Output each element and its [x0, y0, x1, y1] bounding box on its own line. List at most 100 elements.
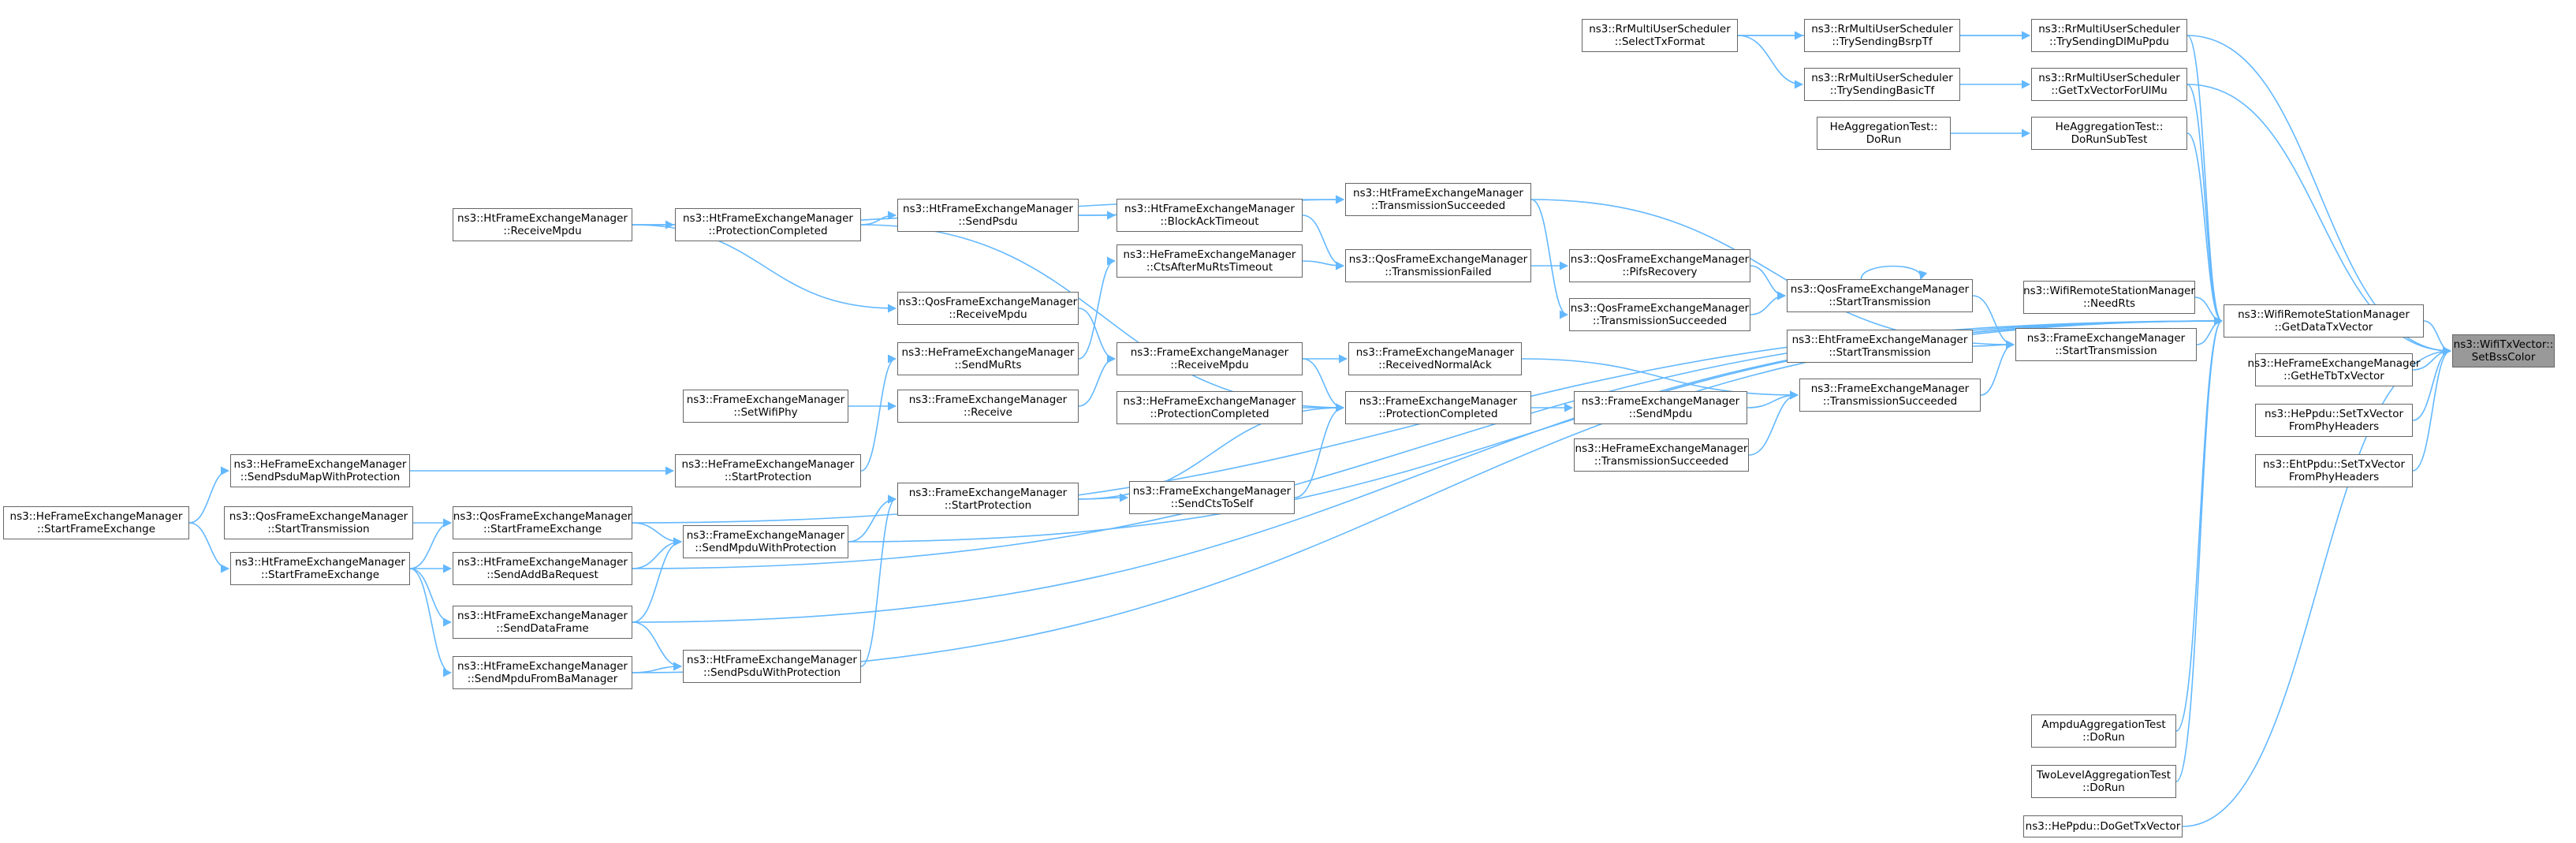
node-he-frame-exchange-manager-transmission-succeeded-n28[interactable]: ns3::HeFrameExchangeManager::Transmissio… [1574, 438, 1749, 472]
node-ht-frame-exchange-manager-receive-mpdu-n46[interactable]: ns3::HtFrameExchangeManager::ReceiveMpdu [453, 208, 632, 241]
node-he-frame-exchange-manager-protection-completed-n34[interactable]: ns3::HeFrameExchangeManager::ProtectionC… [1117, 391, 1303, 424]
edge-n38-to-n32 [1078, 256, 1117, 360]
node-qos-frame-exchange-manager-transmission-succeeded-n23[interactable]: ns3::QosFrameExchangeManager::Transmissi… [1569, 298, 1750, 331]
node-ht-frame-exchange-manager-send-data-frame-n49[interactable]: ns3::HtFrameExchangeManager::SendDataFra… [453, 606, 632, 639]
node-wifi-remote-station-manager-need-rts-n14[interactable]: ns3::WifiRemoteStationManager::NeedRts [2023, 281, 2195, 314]
node-he-aggregation-test-do-run-sub-test-n4[interactable]: HeAggregationTest::DoRunSubTest [2031, 117, 2187, 150]
node-qos-frame-exchange-manager-start-frame-exchange-n47[interactable]: ns3::QosFrameExchangeManager::StartFrame… [453, 506, 632, 539]
node-rr-multi-user-scheduler-try-sending-bsrp-tf-n11[interactable]: ns3::RrMultiUserScheduler::TrySendingBsr… [1804, 19, 1960, 52]
node-ht-frame-exchange-manager-block-ack-timeout-n31[interactable]: ns3::HtFrameExchangeManager::BlockAckTim… [1117, 199, 1303, 232]
node-qos-frame-exchange-manager-transmission-failed-n29[interactable]: ns3::QosFrameExchangeManager::Transmissi… [1345, 249, 1531, 282]
node-label-line: ns3::HtFrameExchangeManager [687, 653, 857, 666]
node-qos-frame-exchange-manager-receive-mpdu-n37[interactable]: ns3::QosFrameExchangeManager::ReceiveMpd… [897, 292, 1079, 325]
edge-n55-to-n5 [2175, 316, 2224, 732]
edge-n8-to-n1 [2412, 346, 2452, 472]
node-ampdu-aggregation-test-do-run-n55[interactable]: AmpduAggregationTest::DoRun [2031, 714, 2176, 748]
node-eht-frame-exchange-manager-start-transmission-n24[interactable]: ns3::EhtFrameExchangeManager::StartTrans… [1787, 330, 1973, 363]
node-label-line: ::Receive [964, 406, 1012, 419]
node-label-line: ns3::HtFrameExchangeManager [1353, 186, 1523, 200]
node-label-line: ns3::HtFrameExchangeManager [457, 609, 628, 622]
node-label-line: ns3::RrMultiUserScheduler [1811, 71, 1953, 84]
node-qos-frame-exchange-manager-start-transmission-n20[interactable]: ns3::QosFrameExchangeManager::StartTrans… [1787, 279, 1973, 312]
node-ht-frame-exchange-manager-send-add-ba-request-n48[interactable]: ns3::HtFrameExchangeManager::SendAddBaRe… [453, 552, 632, 585]
node-ht-frame-exchange-manager-transmission-succeeded-n19[interactable]: ns3::HtFrameExchangeManager::Transmissio… [1345, 183, 1531, 216]
node-label-line: ns3::HeFrameExchangeManager [1123, 248, 1296, 261]
node-he-frame-exchange-manager-start-protection-n43[interactable]: ns3::HeFrameExchangeManager::StartProtec… [675, 454, 861, 487]
node-ht-frame-exchange-manager-start-frame-exchange-n53[interactable]: ns3::HtFrameExchangeManager::StartFrameE… [230, 552, 410, 585]
node-he-frame-exchange-manager-send-psdu-map-with-protection-n51[interactable]: ns3::HeFrameExchangeManager::SendPsduMap… [230, 454, 410, 487]
node-rr-multi-user-scheduler-select-tx-format-n10[interactable]: ns3::RrMultiUserScheduler::SelectTxForma… [1582, 19, 1738, 52]
node-he-frame-exchange-manager-get-he-tb-tx-vector-n6[interactable]: ns3::HeFrameExchangeManager::GetHeTbTxVe… [2248, 353, 2420, 386]
edge-n53-to-n47 [409, 518, 453, 569]
node-label-line: ns3::RrMultiUserScheduler [2038, 71, 2180, 84]
node-frame-exchange-manager-send-mpdu-n27[interactable]: ns3::FrameExchangeManager::SendMpdu [1574, 391, 1747, 424]
node-label-line: ns3::HtFrameExchangeManager [457, 555, 628, 569]
edge-n37-to-n33 [1078, 308, 1117, 364]
node-label-line: ::TrySendingDlMuPpdu [2049, 35, 2169, 48]
node-label-line: ns3::HeFrameExchangeManager [1575, 442, 1748, 455]
edge-n48-to-n44 [632, 537, 683, 569]
node-rr-multi-user-scheduler-try-sending-dl-mu-ppdu-n2[interactable]: ns3::RrMultiUserScheduler::TrySendingDlM… [2031, 19, 2187, 52]
node-he-ppdu-do-get-tx-vector-n9[interactable]: ns3::HePpdu::DoGetTxVector [2023, 815, 2183, 837]
node-he-frame-exchange-manager-start-frame-exchange-n54[interactable]: ns3::HeFrameExchangeManager::StartFrameE… [3, 506, 189, 539]
node-wifi-remote-station-manager-get-data-tx-vector-n5[interactable]: ns3::WifiRemoteStationManager::GetDataTx… [2224, 304, 2424, 338]
node-label-line: ::SendMpdu [1628, 408, 1693, 420]
node-frame-exchange-manager-send-cts-to-self-n35[interactable]: ns3::FrameExchangeManager::SendCtsToSelf [1129, 481, 1295, 514]
node-label-line: ::SelectTxFormat [1614, 35, 1706, 48]
node-label-line: ns3::FrameExchangeManager [908, 486, 1068, 499]
node-qos-frame-exchange-manager-pifs-recovery-n22[interactable]: ns3::QosFrameExchangeManager::PifsRecove… [1569, 249, 1750, 282]
node-frame-exchange-manager-receive-mpdu-n33[interactable]: ns3::FrameExchangeManager::ReceiveMpdu [1117, 342, 1303, 375]
edge-n22-to-n20 [1750, 265, 1787, 300]
node-label-line: ::ProtectionCompleted [1378, 408, 1498, 420]
node-label-line: ns3::HeFrameExchangeManager [1123, 394, 1296, 408]
edge-n47-to-n44 [632, 522, 683, 546]
edge-n5-to-n1 [2423, 320, 2452, 356]
node-frame-exchange-manager-start-transmission-n15[interactable]: ns3::FrameExchangeManager::StartTransmis… [2015, 328, 2197, 361]
edge-n25-to-n15 [1980, 340, 2015, 396]
node-he-frame-exchange-manager-send-mu-rts-n38[interactable]: ns3::HeFrameExchangeManager::SendMuRts [897, 342, 1079, 375]
node-frame-exchange-manager-send-mpdu-with-protection-n44[interactable]: ns3::FrameExchangeManager::SendMpduWithP… [683, 525, 848, 558]
node-label-line: ns3::HtFrameExchangeManager [457, 659, 628, 673]
edge-n19-to-n23 [1530, 199, 1569, 319]
node-label-line: AmpduAggregationTest [2041, 718, 2166, 731]
edge-n56-to-n5 [2175, 316, 2224, 782]
node-label-line: ::SendPsduWithProtection [703, 666, 841, 679]
node-label-line: ::GetHeTbTxVector [2283, 370, 2384, 382]
node-frame-exchange-manager-start-protection-n40[interactable]: ns3::FrameExchangeManager::StartProtecti… [897, 483, 1079, 516]
node-label-line: FromPhyHeaders [2288, 420, 2380, 433]
node-label-line: ::StartFrameExchange [260, 569, 380, 581]
node-frame-exchange-manager-receive-n39[interactable]: ns3::FrameExchangeManager::Receive [897, 390, 1079, 423]
node-qos-frame-exchange-manager-start-transmission-n52[interactable]: ns3::QosFrameExchangeManager::StartTrans… [224, 506, 413, 539]
node-two-level-aggregation-test-do-run-n56[interactable]: TwoLevelAggregationTest::DoRun [2031, 765, 2176, 798]
edge-n54-to-n53 [188, 522, 230, 573]
node-rr-multi-user-scheduler-try-sending-basic-tf-n12[interactable]: ns3::RrMultiUserScheduler::TrySendingBas… [1804, 68, 1960, 101]
node-label-line: ns3::HtFrameExchangeManager [903, 202, 1073, 215]
node-frame-exchange-manager-protection-completed-n30[interactable]: ns3::FrameExchangeManager::ProtectionCom… [1345, 391, 1531, 424]
node-label-line: ::TrySendingBasicTf [1829, 84, 1935, 97]
node-label-line: ns3::HtFrameExchangeManager [683, 211, 853, 225]
node-frame-exchange-manager-transmission-succeeded-n25[interactable]: ns3::FrameExchangeManager::TransmissionS… [1799, 379, 1981, 412]
edge-n20-to-n15 [1972, 295, 2015, 349]
edge-n53-to-n50 [409, 568, 453, 677]
node-he-frame-exchange-manager-cts-after-mu-rts-timeout-n32[interactable]: ns3::HeFrameExchangeManager::CtsAfterMuR… [1117, 244, 1303, 278]
node-he-aggregation-test-do-run-n13[interactable]: HeAggregationTest::DoRun [1817, 117, 1951, 150]
node-label-line: ::StartTransmission [267, 523, 370, 535]
node-label-line: HeAggregationTest:: [2055, 120, 2164, 133]
node-label-line: ns3::QosFrameExchangeManager [229, 509, 408, 523]
edge-n53-to-n49 [409, 568, 453, 627]
node-frame-exchange-manager-received-normal-ack-n26[interactable]: ns3::FrameExchangeManager::ReceivedNorma… [1348, 342, 1522, 375]
node-ht-frame-exchange-manager-send-mpdu-from-ba-manager-n50[interactable]: ns3::HtFrameExchangeManager::SendMpduFro… [453, 656, 632, 689]
node-frame-exchange-manager-set-wifi-phy-n42[interactable]: ns3::FrameExchangeManager::SetWifiPhy [683, 390, 848, 423]
node-ht-frame-exchange-manager-protection-completed-n41[interactable]: ns3::HtFrameExchangeManager::ProtectionC… [675, 208, 861, 241]
node-ht-frame-exchange-manager-send-psdu-n36[interactable]: ns3::HtFrameExchangeManager::SendPsdu [897, 199, 1079, 232]
node-label-line: ::SendPsduMapWithProtection [240, 471, 401, 483]
node-label-line: ::PifsRecovery [1622, 266, 1698, 278]
node-label-line: ns3::HeFrameExchangeManager [233, 457, 407, 471]
node-rr-multi-user-scheduler-get-tx-vector-for-ul-mu-n3[interactable]: ns3::RrMultiUserScheduler::GetTxVectorFo… [2031, 68, 2187, 101]
node-ht-frame-exchange-manager-send-psdu-with-protection-n45[interactable]: ns3::HtFrameExchangeManager::SendPsduWit… [683, 650, 861, 683]
node-label-line: ns3::HtFrameExchangeManager [235, 555, 405, 569]
node-label-line: ns3::QosFrameExchangeManager [1348, 252, 1528, 266]
edge-n32-to-n29 [1302, 260, 1345, 270]
